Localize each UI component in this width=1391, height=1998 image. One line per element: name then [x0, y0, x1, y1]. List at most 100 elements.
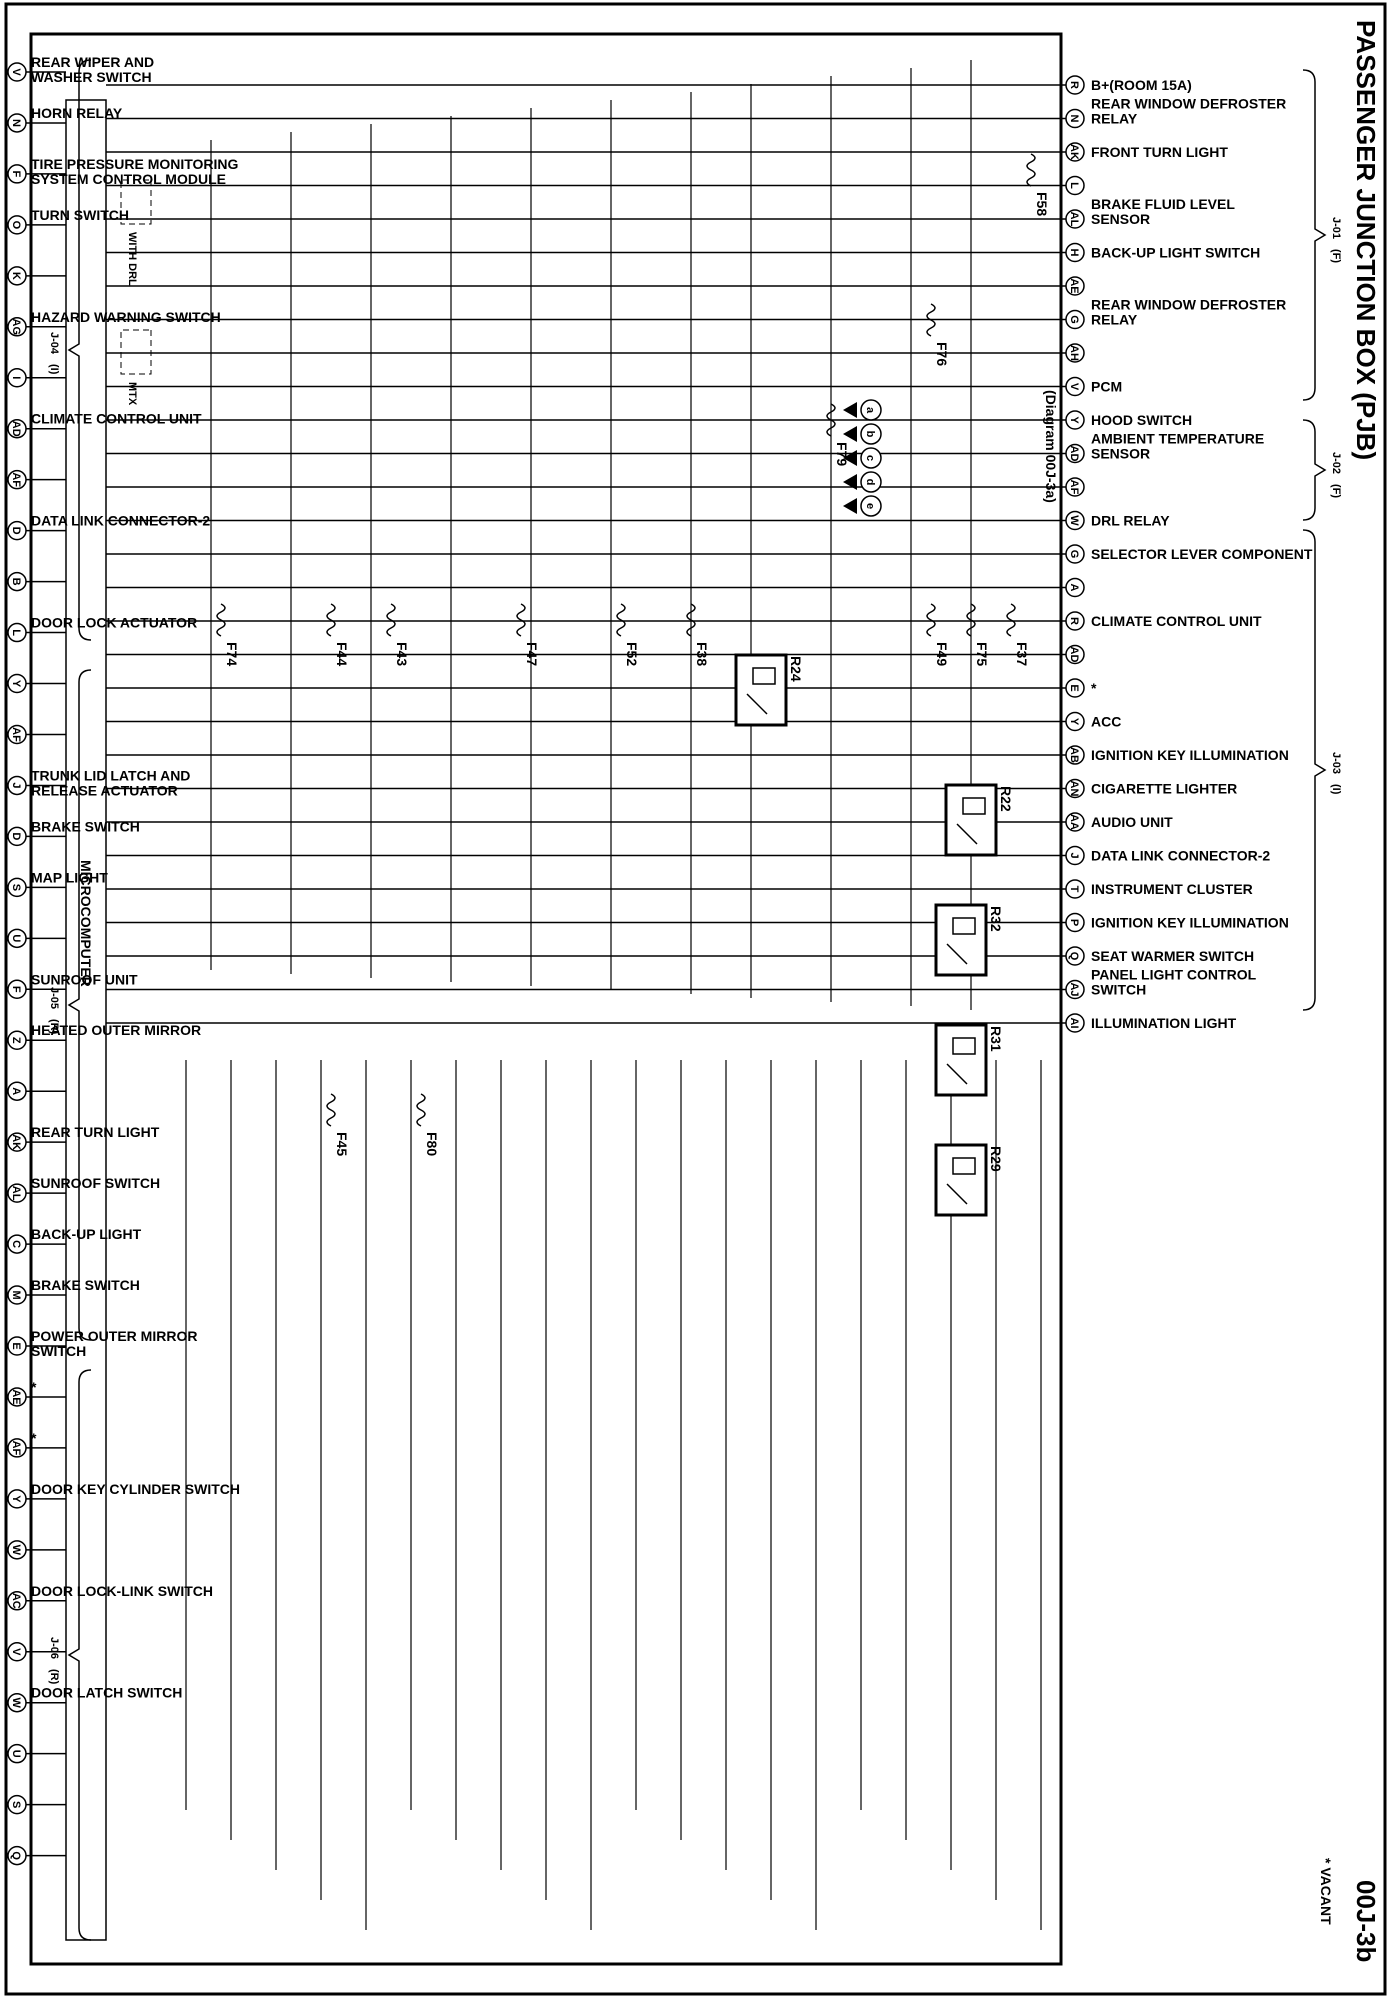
pin-code: AE: [1068, 278, 1080, 293]
pin-code: AD: [1068, 446, 1080, 462]
pin-code: A: [1068, 584, 1080, 592]
relay-box: [934, 1023, 988, 1097]
pin-code: G: [1068, 315, 1080, 324]
fuse-label: F76: [934, 342, 950, 366]
diode-pin: [860, 471, 882, 493]
drl-option: WITH DRL: [120, 179, 152, 286]
diode-pin-label: c: [864, 455, 876, 461]
fuse-symbol: [966, 603, 976, 637]
pin-label: DOOR LOCK-LINK SWITCH: [31, 1583, 213, 1599]
pin-code: I: [10, 376, 22, 379]
group-name: J-04: [48, 332, 60, 355]
pin-code: W: [1068, 515, 1080, 526]
pin-code: S: [10, 884, 22, 891]
group-brace: [1302, 419, 1327, 521]
pin-code: R: [1068, 617, 1080, 625]
pin-label: RELAY: [1091, 111, 1138, 127]
group-name: J-01: [1330, 217, 1342, 239]
pin-code: V: [1068, 383, 1080, 391]
pin-code: Z: [10, 1037, 22, 1044]
relay-r32: R32: [934, 903, 1004, 977]
relay-box: [944, 783, 998, 857]
group-brace: [67, 1369, 92, 1941]
pin-label: ACC: [1091, 714, 1121, 730]
diode-pin: [860, 399, 882, 421]
pin-label: B+(ROOM 15A): [1091, 77, 1192, 93]
pin-code: C: [10, 1240, 22, 1248]
diode-pin-label: d: [864, 479, 876, 486]
pin-code: U: [10, 1750, 22, 1758]
pin-label: SUNROOF UNIT: [31, 971, 138, 987]
pin-label: HEATED OUTER MIRROR: [31, 1022, 201, 1038]
pin-code: E: [1068, 684, 1080, 691]
fuse-symbol: [926, 603, 936, 637]
fuse-label: F79: [834, 442, 850, 466]
bottom-pin-w: W: [7, 1540, 27, 1560]
pin-code: D: [10, 527, 22, 535]
pin-label: POWER OUTER MIRROR: [31, 1328, 197, 1344]
page-code: 00J-3b: [1351, 1880, 1381, 1962]
fuse-f76: F76: [926, 303, 950, 366]
pin-label: SENSOR: [1091, 211, 1150, 227]
fuse-f79: F79: [826, 403, 850, 466]
pin-code: AD: [10, 421, 22, 437]
top-group-j-01: J-01(F): [1302, 69, 1342, 401]
pjb-box: [29, 32, 1063, 1966]
diode-pin-label: a: [864, 407, 876, 414]
bottom-pin-s: S: [7, 1794, 27, 1815]
top-pin-ad: AD: [1065, 644, 1085, 665]
bottom-group-j-05: J-05(R): [48, 669, 92, 1341]
fuse-symbol: [326, 1093, 336, 1127]
fuse-symbol: [416, 1093, 426, 1127]
pin-code: A: [10, 1087, 22, 1095]
group-sub: (I): [1330, 784, 1342, 795]
relay-coil: [962, 797, 986, 815]
diode-pin: [860, 423, 882, 445]
pin-label: BACK-UP LIGHT: [31, 1226, 142, 1242]
pin-label: INSTRUMENT CLUSTER: [1091, 881, 1253, 897]
microcomputer-block: MICROCOMPUTER: [65, 99, 107, 1941]
group-name: J-02: [1330, 452, 1342, 474]
pin-code: AJ: [1068, 982, 1080, 996]
mtx-option: MTX: [120, 329, 152, 406]
relay-coil: [752, 667, 776, 685]
relay-box: [734, 653, 788, 727]
group-brace: [67, 669, 92, 1341]
fuse-f44: F44: [326, 603, 350, 666]
fuse-symbol: [1006, 603, 1016, 637]
pin-code: F: [10, 171, 22, 178]
bottom-pin-af: AF: [7, 469, 27, 490]
pin-label: FRONT TURN LIGHT: [1091, 144, 1228, 160]
pin-label: DRL RELAY: [1091, 513, 1170, 529]
bottom-pin-a: A: [7, 1081, 27, 1101]
pin-code: N: [10, 119, 22, 127]
fuse-f45: F45: [326, 1093, 350, 1156]
pin-label: REAR TURN LIGHT: [31, 1124, 160, 1140]
pin-code: S: [10, 1801, 22, 1808]
relay-r29: R29: [934, 1143, 1004, 1217]
relay-contact: [946, 1183, 968, 1205]
pin-code: B: [10, 578, 22, 586]
relay-label: R32: [988, 906, 1004, 932]
pin-code: AI: [1068, 1018, 1080, 1029]
mtx-label: MTX: [126, 382, 138, 406]
group-sub: (I): [48, 364, 60, 375]
fuse-f37: F37: [1006, 603, 1030, 666]
fuse-symbol: [386, 603, 396, 637]
